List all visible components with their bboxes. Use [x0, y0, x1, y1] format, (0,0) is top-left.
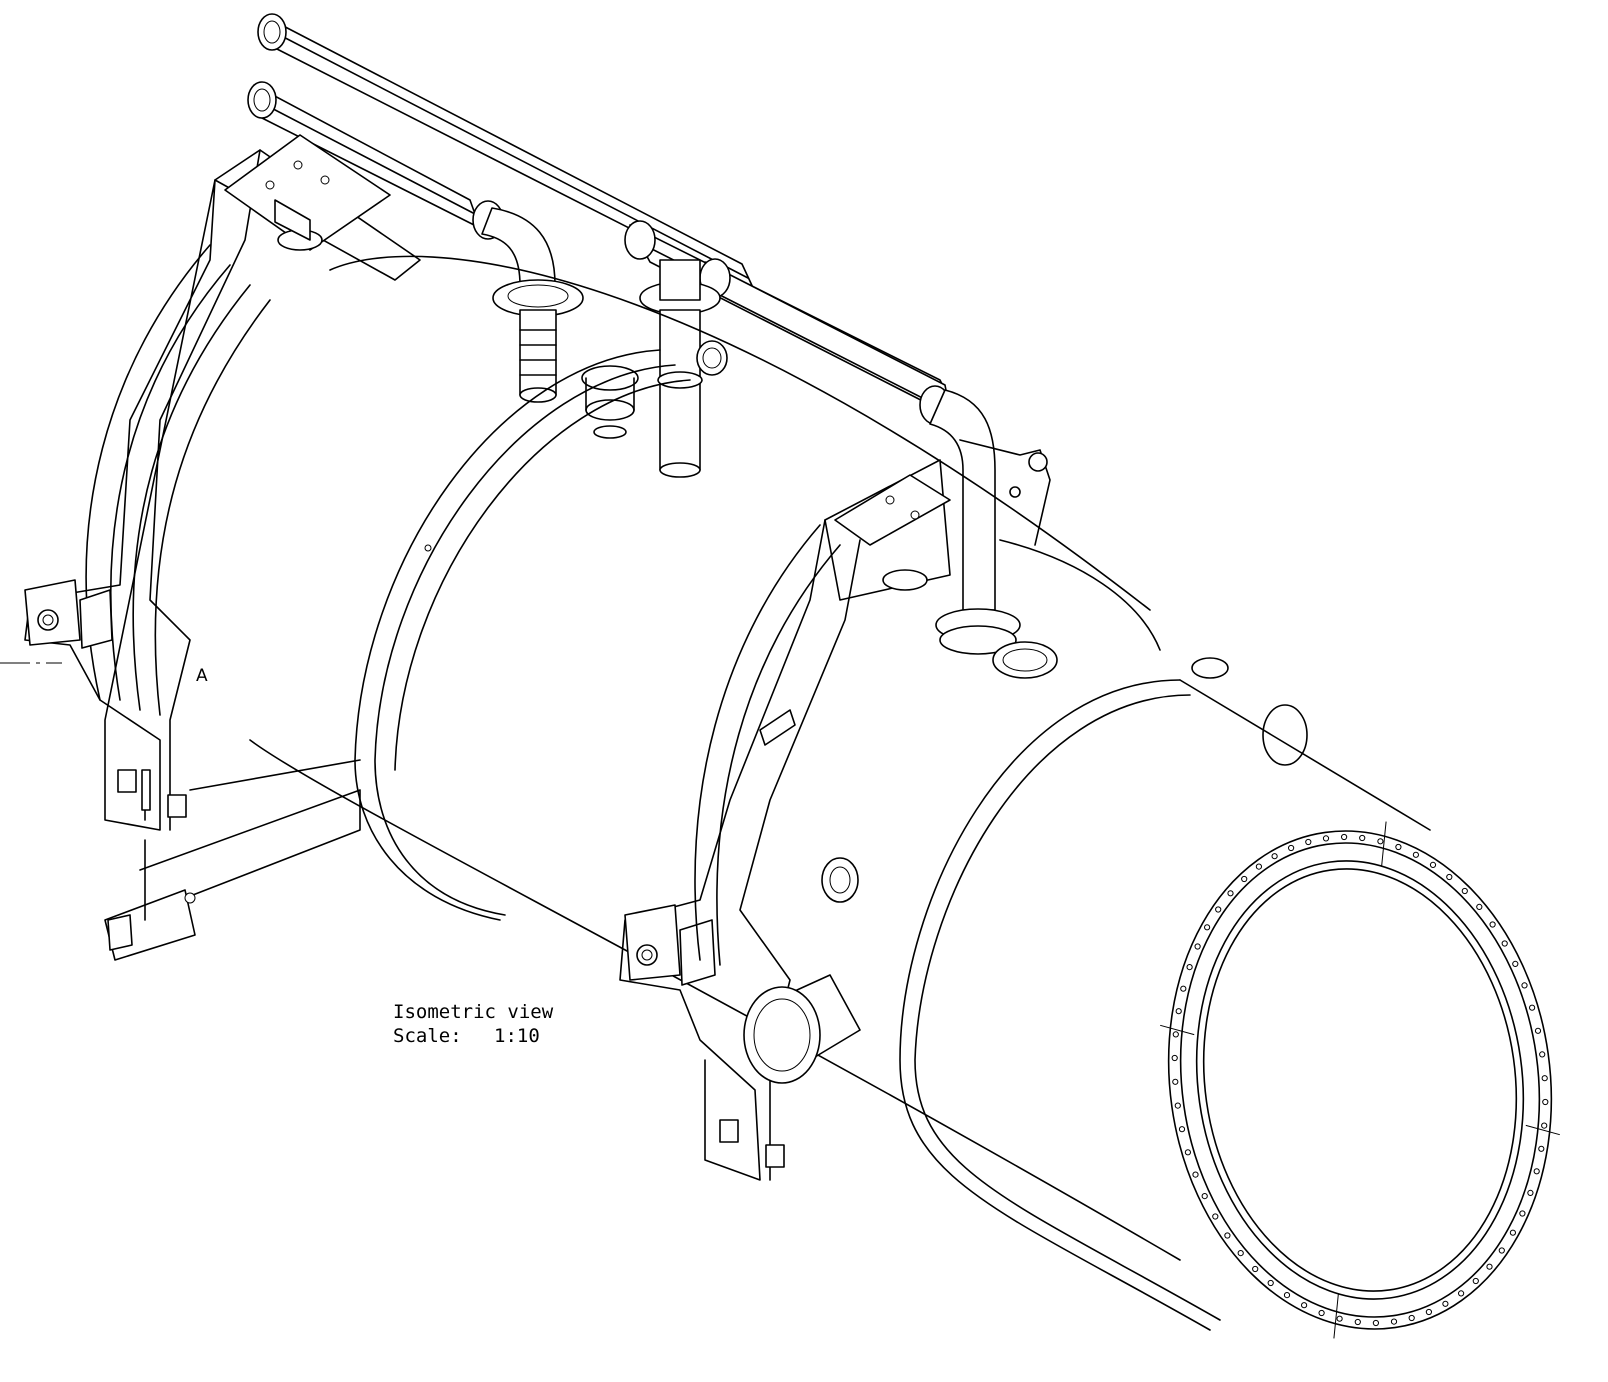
flange-segment-joint: [1334, 1295, 1338, 1339]
bolt-hole: [1213, 1214, 1218, 1219]
flange-segment-joint: [1526, 1125, 1560, 1134]
bolt-hole: [1172, 1055, 1177, 1060]
bolt-holes: [1160, 822, 1560, 1339]
viewport-large: [744, 975, 860, 1083]
bolt-hole: [1306, 839, 1311, 844]
bolt-hole: [1284, 1293, 1289, 1298]
right-frame-hardware: [760, 475, 950, 745]
viewport-small: [822, 858, 858, 902]
bolt-hole: [1253, 1266, 1258, 1271]
left-support-frame: [25, 150, 420, 830]
base-rail: [105, 760, 360, 960]
bolt-hole: [1473, 1278, 1478, 1283]
bolt-hole: [1447, 874, 1452, 879]
left-end-flange: [86, 245, 270, 715]
viewport-top: [993, 642, 1057, 678]
bolt-hole: [1543, 1099, 1548, 1104]
bolt-hole: [1202, 1194, 1207, 1199]
bolt-hole: [1360, 835, 1365, 840]
bolt-hole: [1185, 1150, 1190, 1155]
bolt-hole: [1540, 1052, 1545, 1057]
scale-value: 1:10: [494, 1025, 540, 1047]
front-cylinder: [900, 680, 1430, 1330]
bolt-hole: [1238, 1251, 1243, 1256]
vessel-top-edge: [250, 256, 1180, 1260]
bolt-hole: [1487, 1264, 1492, 1269]
branch-line: [960, 440, 1050, 545]
bolt-hole: [1242, 876, 1247, 881]
bolt-hole: [1413, 852, 1418, 857]
bolt-hole: [1319, 1310, 1324, 1315]
bolt-hole: [1462, 888, 1467, 893]
bolt-hole: [1535, 1028, 1540, 1033]
bolt-hole: [1355, 1319, 1360, 1324]
bolt-hole: [1176, 1009, 1181, 1014]
bolt-hole: [1430, 862, 1435, 867]
bolt-hole: [1530, 1005, 1535, 1010]
front-bolt-ring: [1137, 806, 1583, 1354]
bolt-hole: [1510, 1230, 1515, 1235]
bolt-hole: [1323, 836, 1328, 841]
bolt-hole: [1528, 1190, 1533, 1195]
bolt-hole: [1193, 1172, 1198, 1177]
bolt-hole: [1522, 983, 1527, 988]
bolt-hole: [1256, 864, 1261, 869]
mid-flange-ring: [355, 350, 690, 920]
bolt-hole: [1396, 844, 1401, 849]
bolt-hole: [1187, 965, 1192, 970]
bolt-hole: [1173, 1079, 1178, 1084]
bolt-hole: [1302, 1303, 1307, 1308]
bolt-hole: [1539, 1146, 1544, 1151]
left-frame-hardware: [225, 135, 390, 250]
bolt-hole: [1173, 1032, 1178, 1037]
flange-segment-joint: [1382, 822, 1386, 866]
bolt-hole: [1216, 907, 1221, 912]
bolt-hole: [1502, 941, 1507, 946]
bolt-hole: [1499, 1248, 1504, 1253]
bolt-hole: [1542, 1076, 1547, 1081]
bolt-hole: [1426, 1309, 1431, 1314]
bolt-hole: [1228, 891, 1233, 896]
bolt-hole: [1534, 1169, 1539, 1174]
bolt-hole: [1179, 1127, 1184, 1132]
valve-fitting: [582, 366, 638, 438]
pipe-tee-center: [640, 260, 727, 477]
pipe-elbow-left: [482, 208, 583, 402]
bolt-hole: [1490, 922, 1495, 927]
bolt-hole: [1175, 1103, 1180, 1108]
bolt-hole: [1268, 1280, 1273, 1285]
bolt-hole: [1513, 961, 1518, 966]
bolt-hole: [1205, 925, 1210, 930]
scale-label: Scale:: [393, 1025, 462, 1047]
bolt-hole: [1289, 845, 1294, 850]
section-marker-label: A: [196, 666, 208, 686]
bolt-hole: [1520, 1211, 1525, 1216]
bolt-hole: [1337, 1316, 1342, 1321]
bolt-hole: [1373, 1320, 1378, 1325]
flange-segment-joint: [1160, 1025, 1194, 1034]
bolt-hole: [1225, 1233, 1230, 1238]
bolt-hole: [1477, 904, 1482, 909]
side-port-right: [1192, 658, 1307, 765]
bolt-hole: [1391, 1319, 1396, 1324]
bolt-hole: [1459, 1291, 1464, 1296]
view-title: Isometric view: [393, 1001, 554, 1023]
bolt-hole: [1195, 944, 1200, 949]
bolt-hole: [1443, 1301, 1448, 1306]
right-end-flange-inner: [695, 525, 1160, 965]
bolt-hole: [1542, 1123, 1547, 1128]
bolt-hole: [1378, 839, 1383, 844]
bolt-hole: [1181, 986, 1186, 991]
bolt-hole: [1342, 834, 1347, 839]
bolt-hole: [1409, 1315, 1414, 1320]
bolt-hole: [1272, 854, 1277, 859]
